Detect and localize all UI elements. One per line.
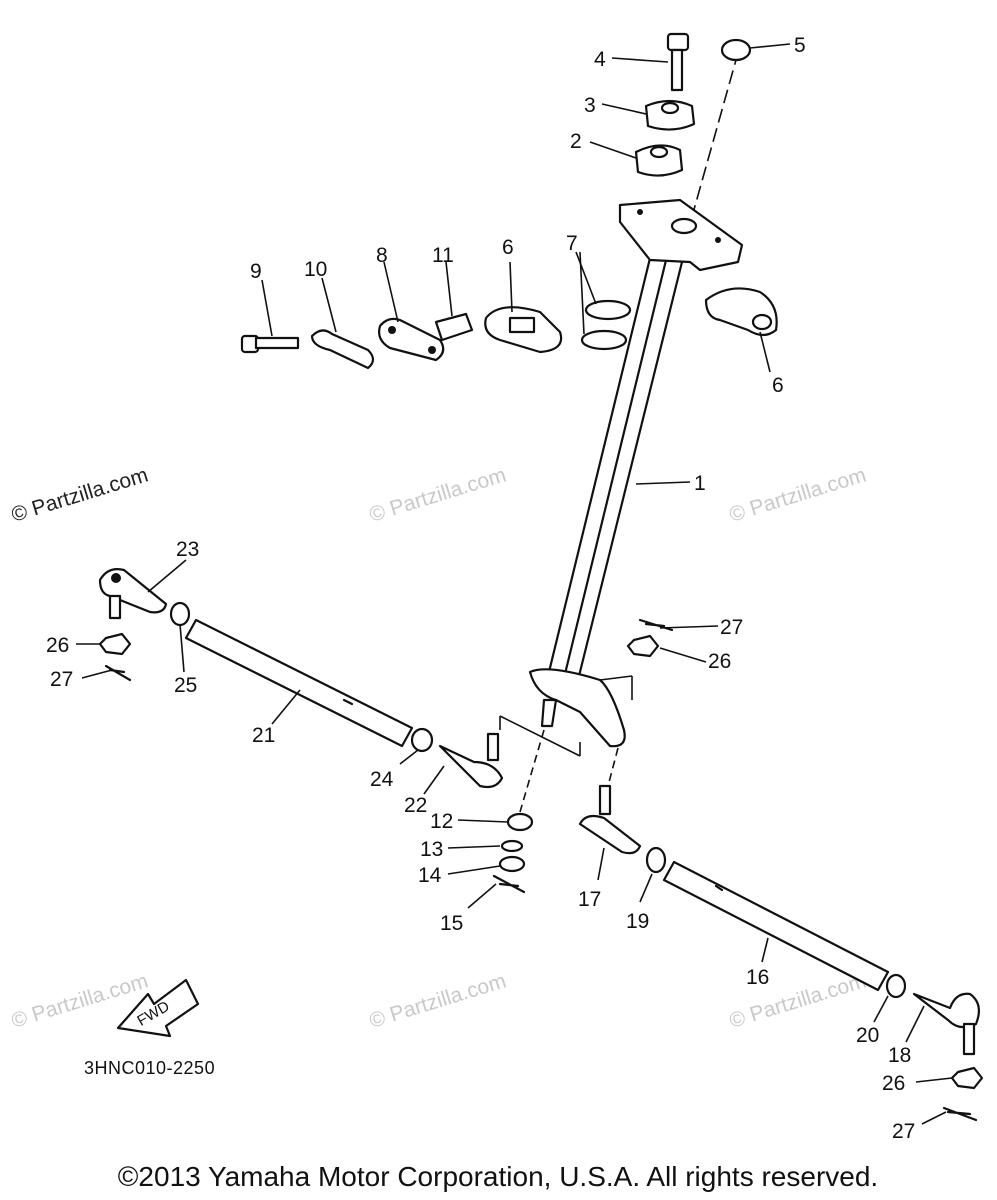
callout-24: 24 — [370, 768, 394, 791]
callout-27-left: 27 — [50, 668, 73, 691]
tie-rod-16 — [662, 860, 890, 992]
callout-23: 23 — [176, 538, 199, 561]
bushing-12 — [506, 812, 534, 832]
fwd-arrow: FWD — [116, 978, 200, 1038]
callout-12: 12 — [430, 810, 453, 833]
callout-18: 18 — [888, 1044, 911, 1067]
callout-26-left: 26 — [46, 634, 69, 657]
callout-19: 19 — [626, 910, 649, 933]
watermark-center-low: © Partzilla.com — [367, 969, 509, 1032]
callout-8: 8 — [376, 244, 388, 267]
callout-2: 2 — [570, 130, 582, 153]
callout-13: 13 — [420, 838, 443, 861]
diagram-code: 3HNC010-2250 — [84, 1058, 215, 1078]
callout-5: 5 — [794, 34, 806, 57]
callout-1: 1 — [694, 472, 706, 495]
clamp-lower — [634, 144, 684, 177]
sleeve-11 — [434, 312, 474, 342]
bushings-7 — [580, 299, 632, 351]
nut-14 — [498, 855, 526, 873]
callout-4: 4 — [594, 48, 606, 71]
watermark-right-mid: © Partzilla.com — [727, 463, 869, 526]
upper-bracket — [618, 198, 744, 272]
callout-14: 14 — [418, 864, 442, 887]
callout-16: 16 — [746, 966, 769, 989]
callout-21: 21 — [252, 724, 275, 747]
nut-19 — [645, 846, 667, 874]
callout-6-right: 6 — [772, 374, 784, 397]
callout-25: 25 — [174, 674, 197, 697]
nut-25 — [169, 601, 191, 627]
callout-17: 17 — [578, 888, 601, 911]
rod-end-22 — [438, 732, 504, 789]
copyright-notice: ©2013 Yamaha Motor Corporation, U.S.A. A… — [118, 1161, 878, 1192]
link-10 — [310, 329, 375, 370]
washer-13 — [500, 839, 524, 853]
callout-27-right-low: 27 — [892, 1120, 915, 1143]
clamp-6-right — [704, 287, 778, 337]
callout-11: 11 — [432, 244, 454, 267]
plate-6-left — [484, 306, 563, 354]
nut-26-left — [98, 632, 132, 656]
rod-end-23 — [98, 568, 168, 620]
tie-rod-21 — [184, 618, 414, 748]
pin-15 — [492, 874, 526, 894]
lower-arm — [499, 668, 633, 757]
nut-26-right-up — [626, 634, 660, 658]
watermark-center-mid: © Partzilla.com — [367, 463, 509, 526]
clamp-upper — [644, 99, 696, 131]
pin-27-left — [104, 664, 132, 682]
nut-20 — [885, 973, 907, 999]
bolt-4 — [666, 32, 690, 92]
plate-8 — [378, 317, 445, 362]
callout-9: 9 — [250, 260, 262, 283]
leader-lines — [76, 43, 953, 1125]
pin-27-right-low — [942, 1106, 978, 1122]
rod-end-18 — [912, 992, 981, 1056]
callout-10: 10 — [304, 258, 327, 281]
nut-24 — [410, 727, 434, 753]
callout-27-right-up: 27 — [720, 616, 743, 639]
nut-26-right-low — [950, 1066, 984, 1090]
callout-15: 15 — [440, 912, 463, 935]
callout-7: 7 — [566, 232, 578, 255]
watermark-group: © Partzilla.com © Partzilla.com © Partzi… — [9, 463, 869, 1032]
callout-26-right-up: 26 — [708, 650, 731, 673]
bolt-9 — [240, 334, 300, 354]
callout-6-left: 6 — [502, 236, 514, 259]
callout-22: 22 — [404, 794, 427, 817]
callout-26-right-low: 26 — [882, 1072, 905, 1095]
watermark-left-mid: © Partzilla.com — [9, 463, 151, 526]
cap-5 — [720, 38, 752, 62]
callout-numbers: 1 2 3 4 5 6 6 7 8 9 10 11 12 13 14 15 16… — [46, 34, 915, 1143]
rod-end-17 — [578, 784, 642, 855]
callout-3: 3 — [584, 94, 596, 117]
callout-20: 20 — [856, 1024, 879, 1047]
